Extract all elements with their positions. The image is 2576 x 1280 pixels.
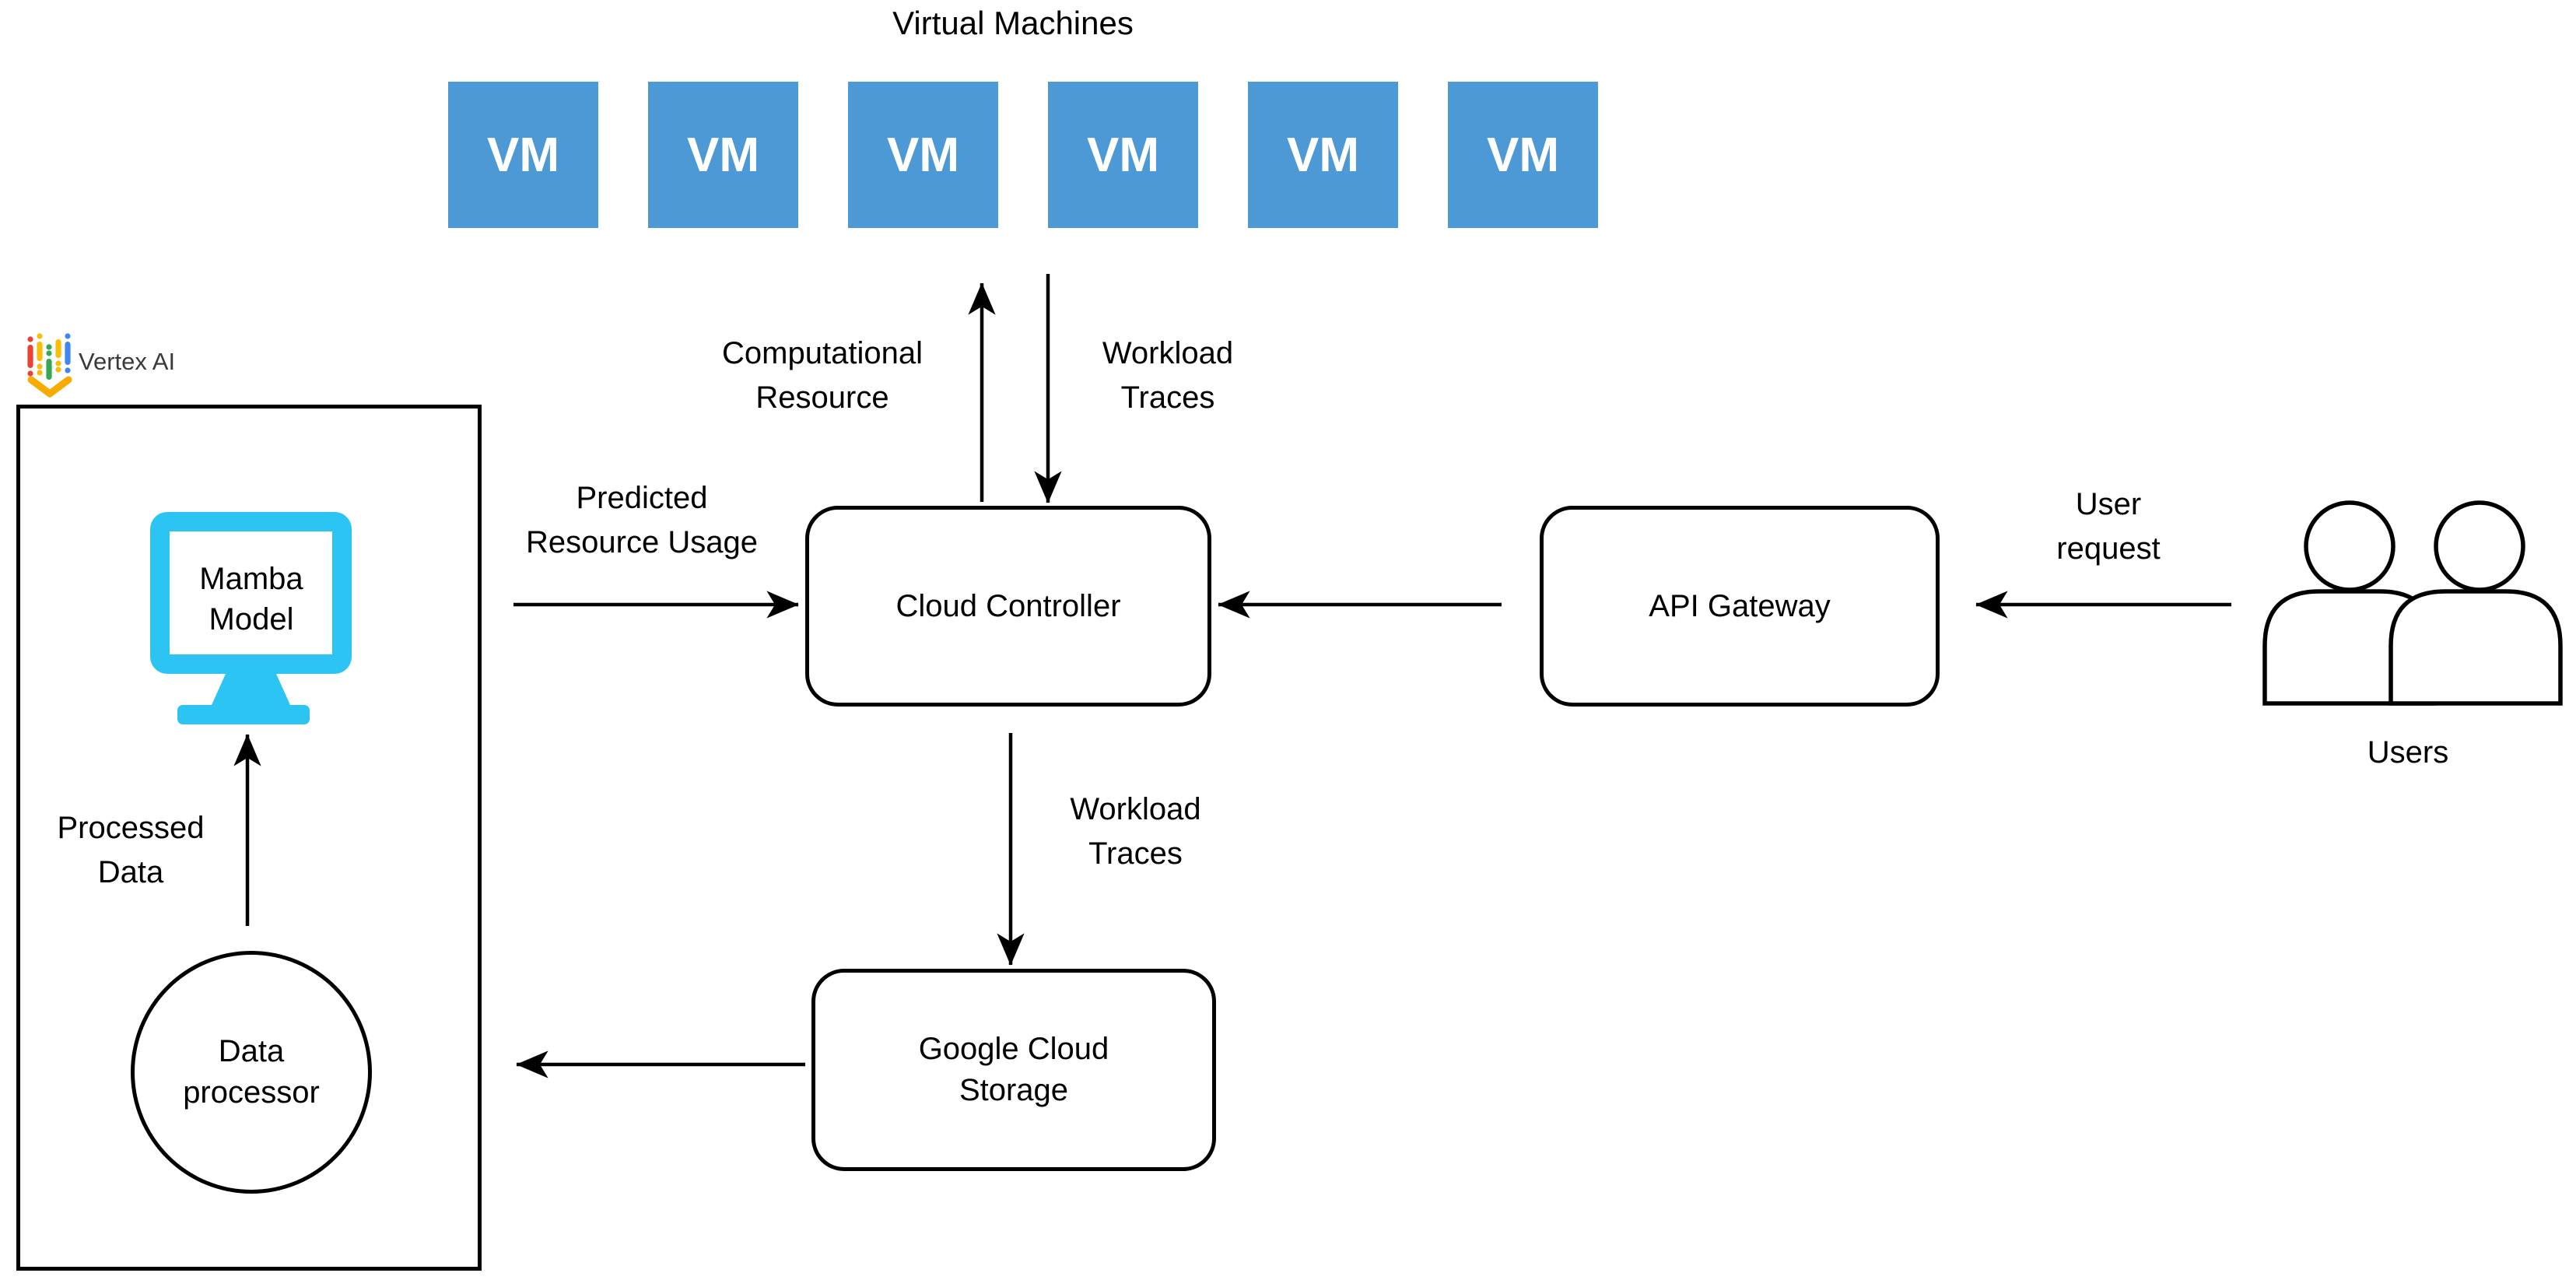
edge-label-workload-traces-bottom: Workload Traces (1070, 792, 1201, 871)
vm-label: VM (687, 128, 759, 182)
users-label: Users (2367, 735, 2449, 770)
vm-label: VM (887, 128, 959, 182)
vm-node-1: VM (448, 82, 598, 228)
vm-node-2: VM (648, 82, 798, 228)
vm-label: VM (1087, 128, 1159, 182)
edge-label-workload-traces-top: Workload Traces (1102, 336, 1234, 415)
vm-label: VM (1287, 128, 1359, 182)
vertex-ai-icon (27, 333, 72, 398)
vertex-ai-label: Vertex AI (79, 348, 176, 375)
edge-label-predicted-resource-usage: Predicted Resource Usage (526, 481, 758, 559)
edge-label-computational-resource: Computational Resource (722, 336, 923, 415)
edge-label-user-request: User request (2056, 487, 2161, 566)
mamba-model-label: Mamba Model (199, 562, 303, 636)
users-icon (2262, 500, 2563, 706)
data-processor-label: Data processor (183, 1034, 320, 1110)
vertex-ai-container (16, 405, 482, 1271)
vm-label: VM (1487, 128, 1559, 182)
vm-label: VM (487, 128, 559, 182)
data-processor-node: Data processor (131, 951, 372, 1194)
api-gateway-node: API Gateway (1540, 506, 1940, 707)
mamba-model-monitor-icon (150, 512, 352, 724)
cloud-controller-node: Cloud Controller (805, 506, 1211, 707)
edge-label-processed-data: Processed Data (57, 811, 205, 889)
cloud-controller-label: Cloud Controller (895, 588, 1121, 623)
api-gateway-label: API Gateway (1649, 588, 1831, 623)
google-cloud-storage-node: Google Cloud Storage (811, 969, 1216, 1171)
vm-node-4: VM (1048, 82, 1198, 228)
vm-group-title: Virtual Machines (892, 5, 1134, 41)
vm-node-3: VM (848, 82, 998, 228)
google-cloud-storage-label: Google Cloud Storage (918, 1032, 1109, 1107)
vm-node-5: VM (1248, 82, 1398, 228)
vm-node-6: VM (1448, 82, 1598, 228)
